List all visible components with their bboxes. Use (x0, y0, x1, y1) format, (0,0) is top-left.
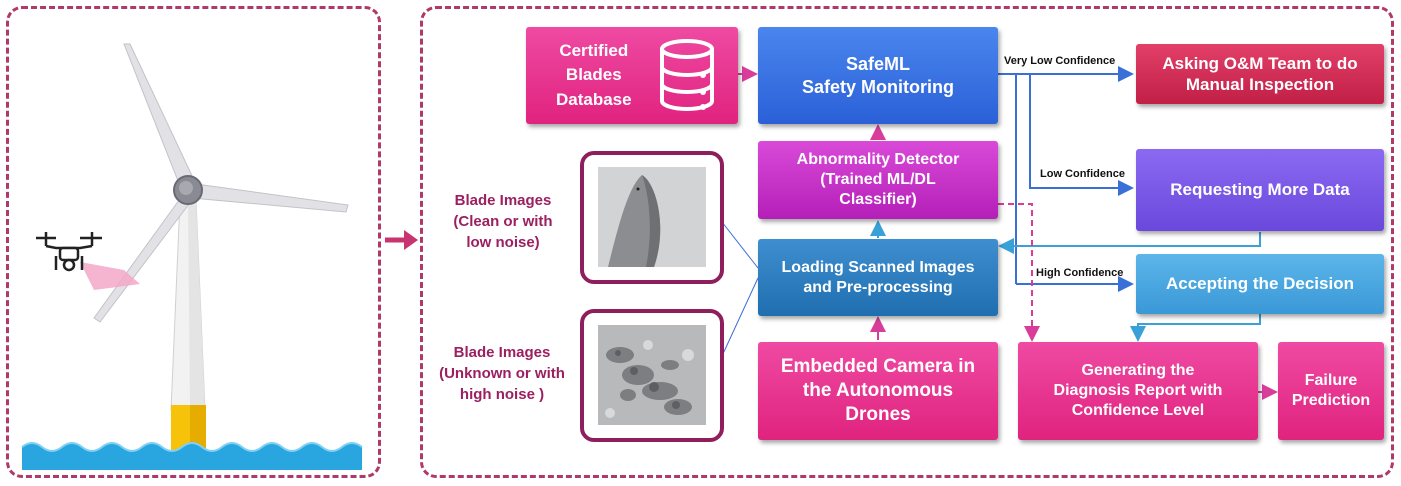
wind-turbine-illustration (21, 43, 363, 470)
embedded-camera-box: Embedded Camera in the Autonomous Drones (758, 342, 998, 440)
clean-images-label: Blade Images (Clean or with low noise) (428, 190, 578, 253)
noisy-label-line-3: high noise ) (459, 386, 545, 403)
camera-line-1: Embedded Camera in (780, 356, 976, 378)
safeml-title: SafeML (845, 54, 910, 74)
abnormality-detector-box: Abnormality Detector (Trained ML/DL Clas… (758, 141, 998, 219)
requesting-label: Requesting More Data (1170, 180, 1350, 200)
certified-blades-database-box: Certified Blades Database (526, 27, 738, 124)
camera-line-3: Drones (845, 403, 911, 425)
loading-scanned-images-box: Loading Scanned Images and Pre-processin… (758, 239, 998, 316)
diagnosis-report-box: Generating the Diagnosis Report with Con… (1018, 342, 1258, 440)
drone-icon (36, 232, 102, 272)
scan-beam (80, 262, 140, 290)
manual-inspection-box: Asking O&M Team to do Manual Inspection (1136, 44, 1384, 104)
noisy-images-label: Blade Images (Unknown or with high noise… (422, 342, 582, 405)
db-line-1: Certified (559, 40, 629, 60)
requesting-more-data-box: Requesting More Data (1136, 149, 1384, 231)
manual-inspection-line-2: Manual Inspection (1185, 75, 1335, 94)
failure-line-2: Prediction (1291, 392, 1371, 409)
abnormality-line-2: (Trained ML/DL (820, 171, 936, 188)
camera-line-2: the Autonomous (802, 380, 954, 402)
report-line-3: Confidence Level (1071, 402, 1205, 419)
report-line-2: Diagnosis Report with (1053, 382, 1223, 399)
low-confidence-label: Low Confidence (1040, 168, 1125, 180)
loading-line-2: and Pre-processing (803, 278, 953, 296)
database-icon (660, 39, 714, 111)
noisy-blade-thumbnail (580, 309, 724, 442)
pipeline-frame (420, 6, 1394, 478)
high-confidence-label: High Confidence (1036, 267, 1124, 279)
noisy-blade-image (598, 325, 706, 425)
abnormality-line-1: Abnormality Detector (796, 151, 960, 168)
clean-blade-thumbnail (580, 151, 724, 284)
clean-label-line-3: low noise) (466, 234, 540, 251)
noisy-label-line-1: Blade Images (453, 344, 551, 361)
failure-line-1: Failure (1304, 372, 1358, 389)
safeml-safety-monitoring-box: SafeML Safety Monitoring (758, 27, 998, 124)
accepting-decision-box: Accepting the Decision (1136, 254, 1384, 314)
clean-label-line-2: (Clean or with (453, 213, 553, 230)
clean-blade-image (598, 167, 706, 267)
clean-label-line-1: Blade Images (454, 192, 552, 209)
sea-waves (22, 443, 362, 470)
noisy-label-line-2: (Unknown or with (439, 365, 565, 382)
db-line-2: Blades (565, 65, 622, 85)
failure-prediction-box: Failure Prediction (1278, 342, 1384, 440)
db-line-3: Database (556, 89, 632, 109)
report-line-1: Generating the (1081, 362, 1195, 379)
turbine-frame (6, 6, 381, 478)
manual-inspection-line-1: Asking O&M Team to do (1162, 53, 1358, 73)
very-low-confidence-label: Very Low Confidence (1004, 55, 1116, 67)
loading-line-1: Loading Scanned Images (781, 258, 975, 276)
accepting-label: Accepting the Decision (1166, 274, 1354, 294)
abnormality-line-3: Classifier) (839, 191, 917, 208)
safeml-subtitle: Safety Monitoring (802, 76, 954, 97)
